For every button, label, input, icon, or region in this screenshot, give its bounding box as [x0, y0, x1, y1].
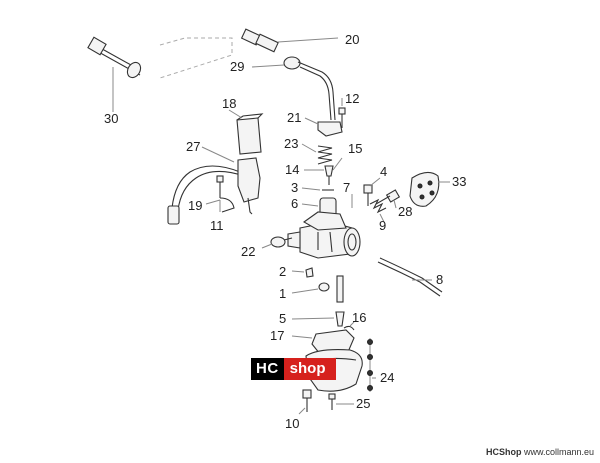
part-label-8: 8 — [436, 272, 443, 287]
part-12-screw — [338, 98, 346, 128]
part-30-cable-adjuster — [87, 36, 142, 112]
part-2-jet — [291, 267, 314, 278]
part-25-screw — [328, 393, 354, 410]
part-label-33: 33 — [452, 174, 466, 189]
part-4-screw — [363, 177, 381, 206]
part-label-11: 11 — [210, 218, 224, 233]
hcshop-logo: HC shop — [251, 358, 336, 380]
part-label-16: 16 — [352, 310, 366, 325]
part-label-25: 25 — [356, 396, 370, 411]
part-label-6: 6 — [291, 196, 298, 211]
part-label-28: 28 — [398, 204, 412, 219]
part-8-hose — [377, 257, 443, 297]
part-label-15: 15 — [348, 141, 362, 156]
part-label-19: 19 — [188, 198, 202, 213]
part-label-4: 4 — [380, 164, 387, 179]
part-29-fuel-pipe — [251, 56, 336, 121]
part-20-connector — [240, 28, 339, 53]
part-label-30: 30 — [104, 111, 118, 126]
part-1-main-jet — [291, 282, 330, 294]
part-label-14: 14 — [285, 162, 299, 177]
part-label-2: 2 — [279, 264, 286, 279]
part-label-17: 17 — [270, 328, 284, 343]
part-15-needle-valve — [332, 157, 343, 171]
part-label-1: 1 — [279, 286, 286, 301]
part-5-float-needle — [291, 311, 345, 327]
logo-shop-text: shop — [283, 358, 336, 380]
footer-credit: HCShop www.collmann.eu — [486, 447, 594, 457]
part-3-clip — [301, 187, 334, 191]
part-label-22: 22 — [241, 244, 255, 259]
part-label-18: 18 — [222, 96, 236, 111]
logo-hc-text: HC — [251, 358, 284, 380]
part-label-23: 23 — [284, 136, 298, 151]
part-10-screw — [298, 389, 312, 415]
part-11-screw — [216, 175, 224, 212]
part-label-10: 10 — [285, 416, 299, 431]
part-label-12: 12 — [345, 91, 359, 106]
part-33-gasket — [409, 171, 450, 207]
footer-brand: HCShop — [485, 447, 522, 457]
part-16-clip — [343, 321, 355, 331]
part-21-fuel-inlet — [304, 117, 343, 137]
part-label-7: 7 — [343, 180, 350, 195]
part-19-bracket — [205, 197, 235, 213]
part-label-21: 21 — [287, 110, 301, 125]
part-9-spring — [369, 198, 387, 223]
part-label-20: 20 — [345, 32, 359, 47]
part-14-needle — [304, 165, 334, 185]
carburetor-body — [287, 211, 361, 259]
emulsion-tube — [336, 275, 344, 303]
part-label-27: 27 — [186, 139, 200, 154]
reference-outline — [159, 37, 233, 79]
part-label-29: 29 — [230, 59, 244, 74]
part-27-auto-choke — [167, 146, 261, 225]
part-23-spring — [301, 143, 333, 165]
part-label-9: 9 — [379, 218, 386, 233]
part-18-boot — [228, 109, 264, 155]
part-label-24: 24 — [380, 370, 394, 385]
part-label-3: 3 — [291, 180, 298, 195]
part-28-screw — [375, 189, 401, 209]
part-label-5: 5 — [279, 311, 286, 326]
footer-url: www.collmann.eu — [523, 447, 594, 457]
part-22-screw — [261, 236, 293, 249]
